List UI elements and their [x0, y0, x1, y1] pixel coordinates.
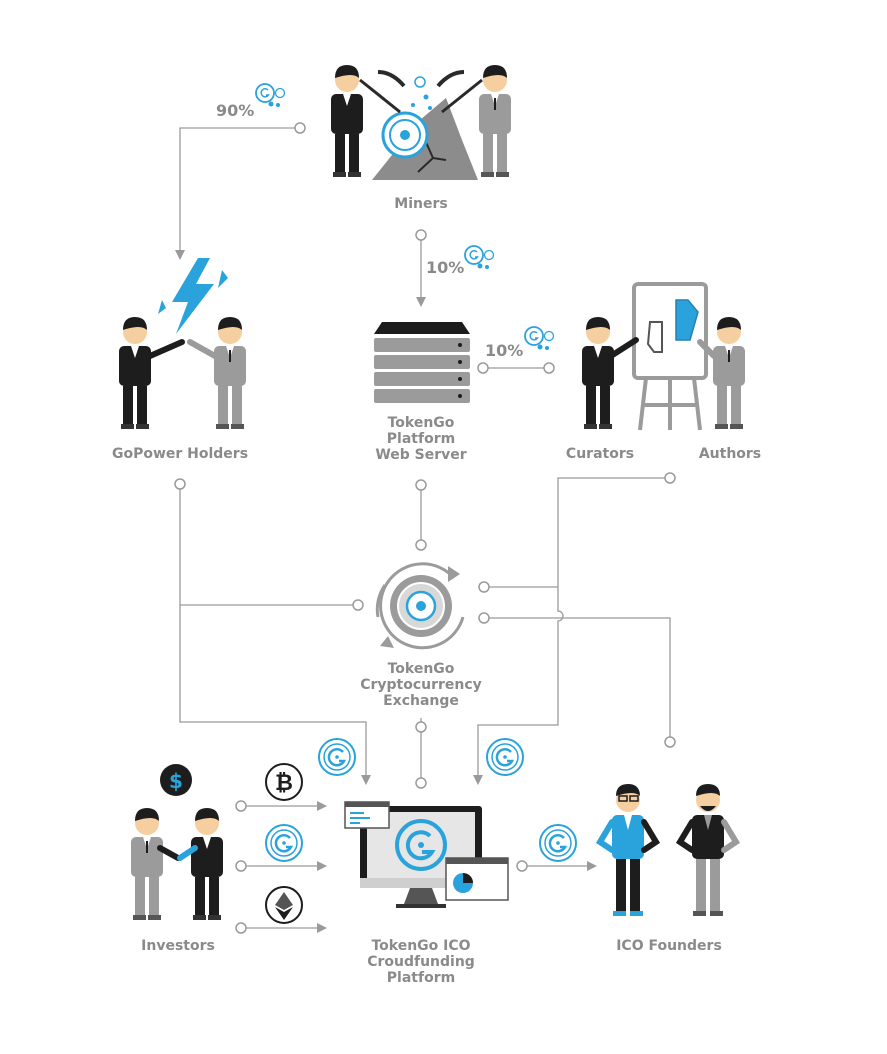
tokengo-coin-icon	[264, 823, 304, 863]
ico-platform-label-line: TokenGo ICO	[371, 938, 471, 954]
gopower-holders-label: GoPower Holders	[111, 446, 249, 462]
authors-label: Authors	[698, 446, 762, 462]
token-small-icon	[524, 326, 555, 351]
exchange-label-line: TokenGo	[387, 661, 455, 677]
token-small-icon	[464, 245, 495, 270]
ico-platform-label-line: Croudfunding	[367, 954, 475, 970]
curators-label: Curators	[565, 446, 635, 462]
dollar-icon: $	[169, 769, 183, 793]
bitcoin-icon: ₿	[265, 763, 303, 801]
ico-platform-label: TokenGo ICO Croudfunding Platform	[341, 938, 501, 986]
exchange-icon	[375, 562, 465, 650]
web-server-label: TokenGo Platform Web Server	[351, 415, 491, 463]
exchange-label: TokenGo Cryptocurrency Exchange	[341, 661, 501, 709]
investors-illustration: $	[131, 764, 223, 920]
token-small-icon	[255, 83, 286, 108]
tokengo-coin-icon	[538, 823, 578, 863]
ico-founders-label: ICO Founders	[616, 938, 722, 954]
web-server-icon	[374, 322, 470, 403]
tokengo-coin-icon	[485, 737, 525, 777]
web-server-label-line: Web Server	[375, 447, 467, 463]
ico-coin-icon	[395, 819, 447, 871]
ico-platform-illustration	[344, 801, 509, 908]
curators-share-label: 10%	[485, 341, 524, 360]
webserver-share-label: 10%	[426, 258, 465, 277]
ico-founders-illustration	[595, 784, 741, 916]
web-server-label-line: TokenGo	[387, 415, 455, 431]
gopower-holders-illustration	[119, 258, 246, 429]
svg-text:₿: ₿	[275, 771, 293, 796]
ico-platform-label-line: Platform	[386, 970, 456, 986]
web-server-label-line: Platform	[386, 431, 456, 447]
miners-coin-icon	[381, 111, 429, 159]
curators-authors-illustration	[582, 282, 745, 431]
connector-lines	[175, 127, 671, 933]
exchange-label-line: Exchange	[383, 693, 459, 709]
svg-text:$: $	[169, 769, 183, 793]
connector-dots	[174, 122, 676, 934]
miners-label: Miners	[394, 196, 448, 212]
exchange-label-line: Cryptocurrency	[360, 677, 482, 693]
ethereum-icon	[265, 886, 303, 924]
miners-illustration	[331, 65, 511, 180]
tokengo-coin-icon	[317, 737, 357, 777]
investors-label: Investors	[141, 938, 215, 954]
gopower-share-label: 90%	[216, 101, 255, 120]
